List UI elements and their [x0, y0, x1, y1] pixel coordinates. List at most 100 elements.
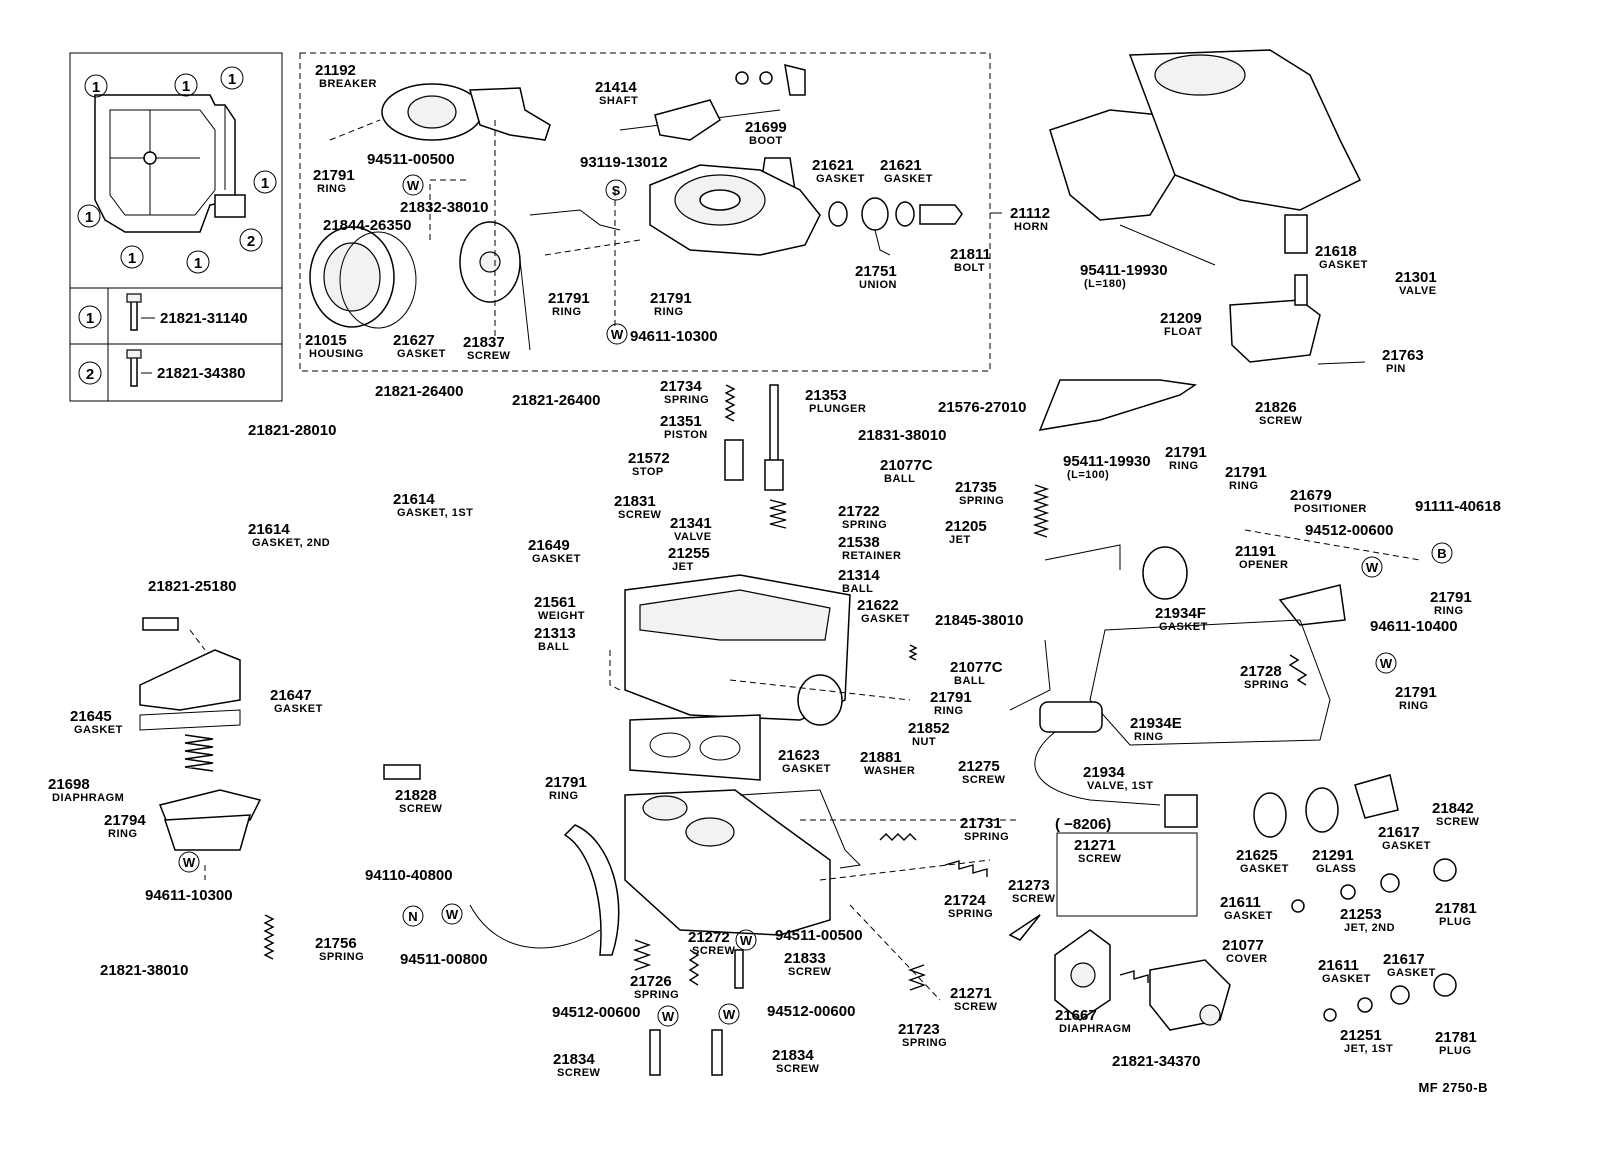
- part-number: 94611-10300: [630, 328, 718, 345]
- part-number: 21618: [1315, 243, 1357, 260]
- part-name: GASKET, 1ST: [397, 507, 473, 519]
- part-number: 21353: [805, 387, 847, 404]
- part-number: 95411-19930: [1063, 453, 1151, 470]
- part-number: 21833: [784, 950, 826, 967]
- springs: [184, 384, 1308, 991]
- part-number: 21828: [395, 787, 437, 804]
- part-name: SCREW: [1436, 816, 1480, 828]
- marker-letter: W: [723, 1007, 736, 1022]
- part-number: 21275: [958, 758, 1000, 775]
- part-number: 21647: [270, 687, 312, 704]
- part-name: RING: [1434, 605, 1464, 617]
- part-number: 21826: [1255, 399, 1297, 416]
- part-number: 21271: [950, 985, 992, 1002]
- bolt-icon: [130, 299, 138, 331]
- part-name: SHAFT: [599, 95, 638, 107]
- callout-c74: 21821-38010: [100, 962, 188, 979]
- marker-ring: [657, 1005, 679, 1027]
- part-number: 21756: [315, 935, 357, 952]
- marker-ring: [1431, 542, 1453, 564]
- arrow-icon: [1008, 914, 1041, 941]
- inset-marker: 1: [261, 175, 269, 192]
- part-number: 21611: [1318, 957, 1359, 974]
- misc-bolts: [142, 384, 784, 1076]
- part-number: 21291: [1312, 847, 1354, 864]
- part-number: 21625: [1236, 847, 1278, 864]
- part-number: 21728: [1240, 663, 1282, 680]
- part-name: POSITIONER: [1294, 503, 1367, 515]
- upper-carb-body-part: [624, 574, 851, 781]
- part-number: 21837: [463, 334, 505, 351]
- marker-letter: W: [407, 178, 420, 193]
- flange-inner: [109, 109, 216, 216]
- part-number: 21845-38010: [935, 612, 1023, 629]
- part-number: 21255: [668, 545, 710, 562]
- part-number: 21313: [534, 625, 576, 642]
- inset-legend-box: 1 1 1 1 1 1 1 2 1 21821-31140 2 21821-34…: [69, 52, 283, 402]
- part-number: 21735: [955, 479, 997, 496]
- part-number: 93119-13012: [580, 154, 668, 171]
- part-number: 21351: [660, 413, 702, 430]
- part-number: 21821-26400: [375, 383, 463, 400]
- part-number: 21251: [1340, 1027, 1382, 1044]
- part-name: SPRING: [319, 951, 364, 963]
- marker-letter: N: [408, 909, 417, 924]
- part-number: 21832-38010: [400, 199, 488, 216]
- part-number: 21731: [960, 815, 1002, 832]
- part-name: DIAPHRAGM: [1059, 1023, 1131, 1035]
- callout-c67: 21821-25180: [148, 578, 236, 595]
- part-number: 21781: [1435, 900, 1477, 917]
- part-name: FLOAT: [1164, 326, 1202, 338]
- part-number: 21881: [860, 749, 902, 766]
- part-name: JET, 1ST: [1344, 1043, 1393, 1055]
- inset-marker: 1: [128, 250, 136, 267]
- marker-letter: W: [446, 907, 459, 922]
- part-name: PLUNGER: [809, 403, 866, 415]
- part-number: 21699: [745, 119, 787, 136]
- part-number: 21791: [1430, 589, 1472, 606]
- marker-ring: [402, 174, 424, 196]
- part-name: OPENER: [1239, 559, 1288, 571]
- inset-marker: 1: [194, 255, 202, 272]
- part-number: 21538: [838, 534, 880, 551]
- part-number: 21698: [48, 776, 90, 793]
- part-number: 21272: [688, 929, 730, 946]
- part-number: 21649: [528, 537, 570, 554]
- part-name: SPRING: [1244, 679, 1289, 691]
- part-name: GASKET: [884, 173, 933, 185]
- part-name: BOLT: [954, 262, 985, 274]
- part-name: PLUG: [1439, 1045, 1472, 1057]
- part-number: 21726: [630, 973, 672, 990]
- part-name: BALL: [538, 641, 569, 653]
- part-number: 21205: [945, 518, 987, 535]
- marker-letter: S: [612, 183, 621, 198]
- part-name: GASKET: [1322, 973, 1371, 985]
- washer-marker-w7: W: [178, 851, 200, 873]
- part-number: 21576-27010: [938, 399, 1026, 416]
- part-number: 21821-26400: [512, 392, 600, 409]
- part-number: 21209: [1160, 310, 1202, 327]
- callout-c19: 94611-10300: [630, 328, 718, 345]
